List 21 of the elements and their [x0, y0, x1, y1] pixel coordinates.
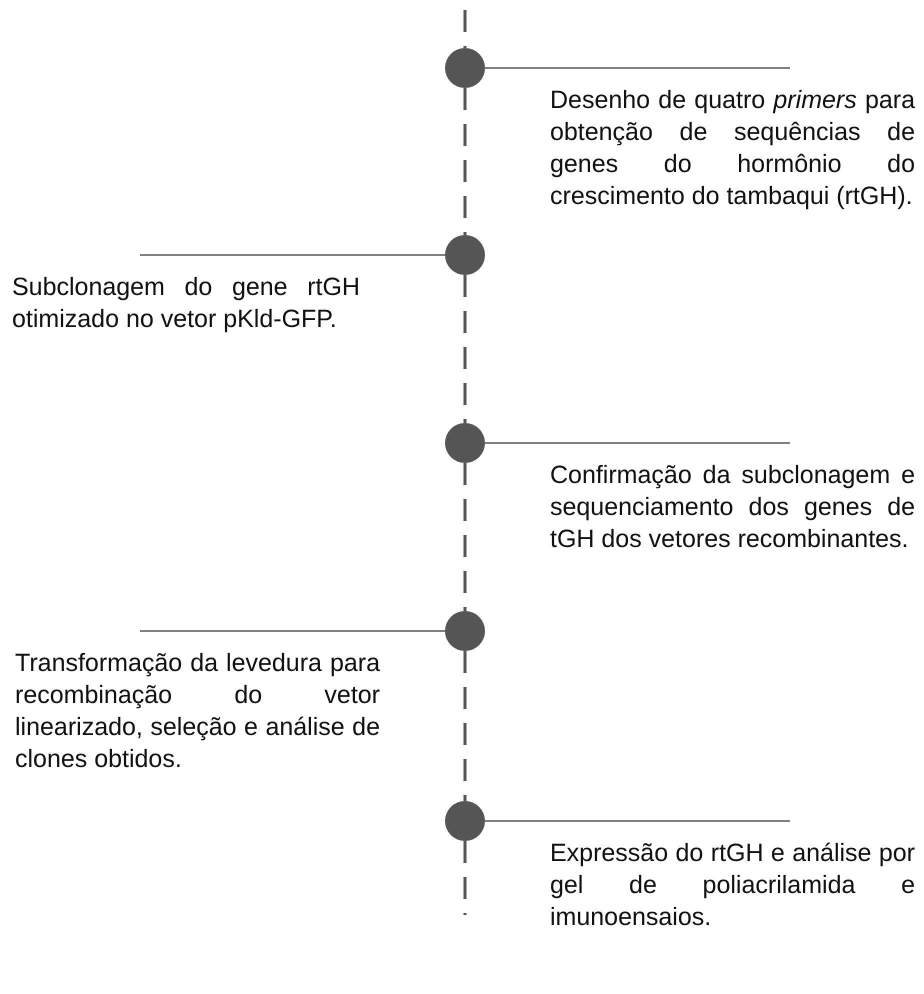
timeline-line — [464, 275, 466, 423]
milestone-dot — [445, 423, 485, 463]
step-description: Confirmação da subclonagem e sequenciamento dos genes de tGH dos vetores recombinantes. — [550, 459, 915, 555]
leader-line — [140, 630, 445, 632]
timeline-line — [464, 651, 466, 801]
step-description: Expressão do rtGH e análise por gel de poliacrilamida e imunoensaios. — [550, 837, 915, 933]
timeline-line — [464, 463, 466, 611]
milestone-dot — [445, 801, 485, 841]
leader-line — [485, 67, 790, 69]
step-description: Subclonagem do gene rtGH otimizado no vetor pKld-GFP. — [12, 271, 360, 335]
milestone-dot — [445, 611, 485, 651]
timeline-line — [464, 841, 466, 915]
step-description: Transformação da levedura para recombinação do vetor linearizado, seleção e análise de clones obtidos. — [15, 647, 380, 775]
leader-line — [485, 820, 790, 822]
milestone-dot — [445, 235, 485, 275]
leader-line — [140, 254, 445, 256]
milestone-dot — [445, 48, 485, 88]
step-description: Desenho de quatro primers para obtenção de sequências de genes do hormônio do crescimento do tambaqui (rtGH). — [550, 84, 915, 212]
timeline-line — [464, 10, 466, 48]
timeline-line — [464, 88, 466, 235]
leader-line — [485, 442, 790, 444]
